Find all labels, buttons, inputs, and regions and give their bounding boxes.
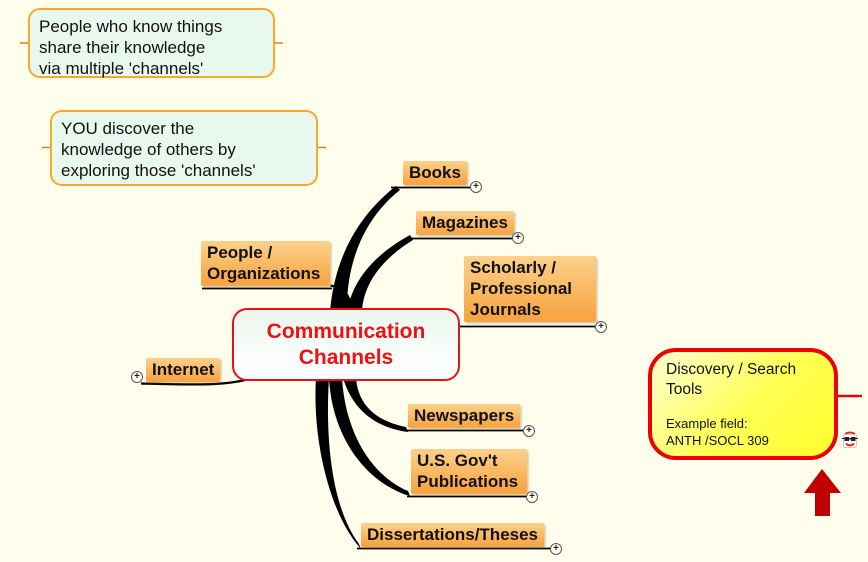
callout-knowledge-share[interactable]: People who know things share their knowl… (28, 8, 275, 78)
branch-line-dissertations (315, 378, 361, 549)
expand-plus-icon-newspapers[interactable]: + (523, 425, 535, 437)
expand-plus-icon-usgov[interactable]: + (526, 491, 538, 503)
branch-line-usgov (329, 378, 410, 496)
topic-newspapers[interactable]: Newspapers (408, 404, 521, 428)
expand-plus-icon-dissertations[interactable]: + (550, 543, 562, 555)
branch-line-books (330, 186, 400, 312)
topic-scholarly-professional-journals[interactable]: Scholarly / Professional Journals (464, 256, 596, 322)
branch-line-magazines (347, 235, 413, 312)
topic-internet[interactable]: Internet (146, 358, 221, 382)
up-arrow-icon (804, 469, 841, 516)
expand-plus-icon-magazines[interactable]: + (512, 232, 524, 244)
callout-you-discover[interactable]: YOU discover the knowledge of others by … (50, 110, 318, 186)
expand-plus-icon-scholarly[interactable]: + (595, 321, 607, 333)
expand-plus-icon-books[interactable]: + (470, 181, 482, 193)
branch-line-newspapers (343, 378, 408, 432)
underline-internet (140, 378, 246, 386)
topic-magazines[interactable]: Magazines (416, 211, 514, 235)
topic-books[interactable]: Books (403, 161, 467, 185)
branch-line-people (330, 284, 352, 310)
floating-topic-title: Discovery / Search Tools (666, 361, 797, 398)
expand-plus-icon-internet[interactable]: + (131, 371, 143, 383)
topic-dissertations-theses[interactable]: Dissertations/Theses (361, 523, 545, 547)
smiley-glasses-icon (842, 431, 858, 448)
topic-people-organizations[interactable]: People / Organizations (201, 241, 330, 286)
floating-topic-discovery-search-tools[interactable]: Discovery / Search Tools Example field: … (648, 348, 838, 460)
topic-us-govt-publications[interactable]: U.S. Gov't Publications (411, 449, 527, 494)
floating-topic-note: Example field: ANTH /SOCL 309 (666, 416, 769, 448)
central-topic-communication-channels[interactable]: Communication Channels (232, 308, 460, 381)
